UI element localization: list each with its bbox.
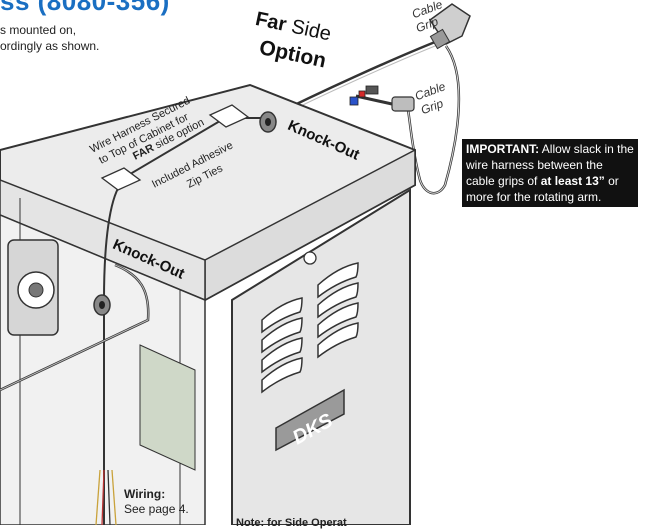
vent-slots <box>261 262 359 394</box>
important-note: IMPORTANT: Allow slack in the wire harne… <box>462 139 638 207</box>
wiring-note: Wiring: See page 4. <box>124 487 189 517</box>
knockout-grommet-right <box>259 111 277 133</box>
important-bold: at least 13” <box>540 174 605 188</box>
control-board <box>139 344 196 471</box>
important-text-2: or more for the rotating arm. <box>466 174 619 204</box>
important-prefix: IMPORTANT: <box>466 142 540 156</box>
footer-note-fragment: Note: for Side Operat <box>236 517 347 529</box>
zip-tie-pad-left <box>100 167 142 191</box>
lock-icon <box>303 251 317 265</box>
zip-tie-pad-right <box>208 104 250 128</box>
wiring-title: Wiring: <box>124 487 166 501</box>
important-text-1: Allow slack in the wire harness between … <box>466 142 634 188</box>
colored-wires <box>95 469 117 525</box>
motor-pulley <box>7 239 59 336</box>
cable-grip-mid <box>349 85 415 112</box>
intro-line-2: ordingly as shown. <box>0 39 100 53</box>
knockout-grommet-left <box>93 294 111 316</box>
intro-line-1: s mounted on, <box>0 23 77 37</box>
wiring-text: See page 4. <box>124 502 189 516</box>
cable-grip-top <box>428 3 471 50</box>
section-title: ss (8080-356) <box>0 0 170 16</box>
brand-badge <box>275 388 345 452</box>
